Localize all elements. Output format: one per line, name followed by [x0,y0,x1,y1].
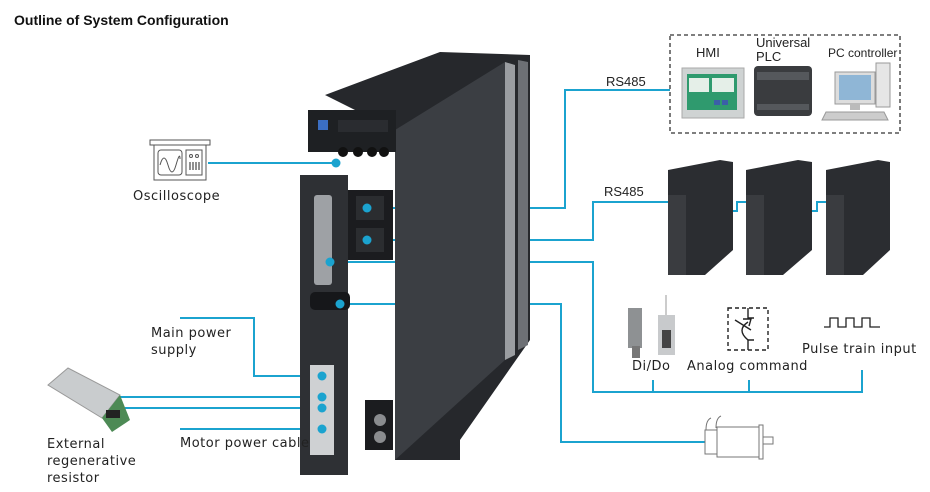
hmi-label: HMI [696,45,720,60]
main-power-label-1: Main power [151,326,232,341]
plc-icon [754,66,812,116]
resistor-label-1: External [47,437,105,452]
plc-label-line1: Universal [756,35,811,50]
servo-drive-main [300,52,530,475]
dido-sensor-icons [628,295,675,358]
rs485-host-label: RS485 [606,74,646,89]
resistor-label-3: resistor [47,471,100,486]
plc-label-line2: PLC [756,49,782,64]
servo-drive-1 [668,160,733,275]
main-power-label-2: supply [151,343,197,358]
main-power-line [180,317,322,377]
oscilloscope-label: Oscilloscope [133,189,221,204]
motor-power-cable-label: Motor power cable [180,436,310,451]
dido-label: Di/Do [632,359,671,374]
resistor-label-2: regenerative [47,454,137,469]
hmi-panel-icon [681,67,745,119]
regenerative-resistor-icon [47,367,130,432]
pulse-train-label: Pulse train input [802,342,917,357]
analog-command-icon [727,307,769,351]
analog-command-label: Analog command [687,359,808,374]
servo-motor-icon [704,415,774,460]
servo-drive-3 [826,160,890,275]
pc-icon [821,62,891,121]
servo-drive-2 [746,160,812,275]
host-group-box [669,34,901,134]
pulse-train-icon [824,317,880,328]
page-title: Outline of System Configuration [14,12,229,28]
oscilloscope-icon [149,139,211,181]
rs485-chain-label: RS485 [604,184,644,199]
pc-controller-label: PC controller [828,46,898,60]
